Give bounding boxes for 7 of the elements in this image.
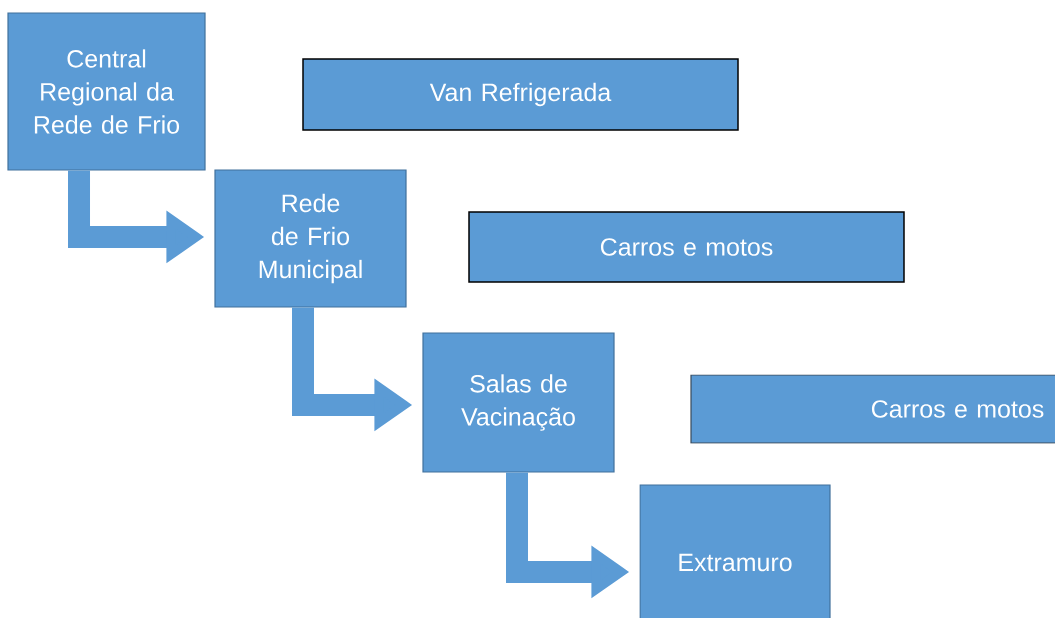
process-box: Salas de Vacinação (422, 332, 615, 473)
label-box: Carros e motos (468, 211, 905, 283)
process-box: Central Regional da Rede de Frio (7, 12, 206, 171)
process-box: Extramuro (639, 484, 831, 618)
label-box: Van Refrigerada (302, 58, 739, 131)
process-box: Rede de Frio Municipal (214, 169, 407, 308)
label-box: Carros e motos (690, 374, 1055, 444)
